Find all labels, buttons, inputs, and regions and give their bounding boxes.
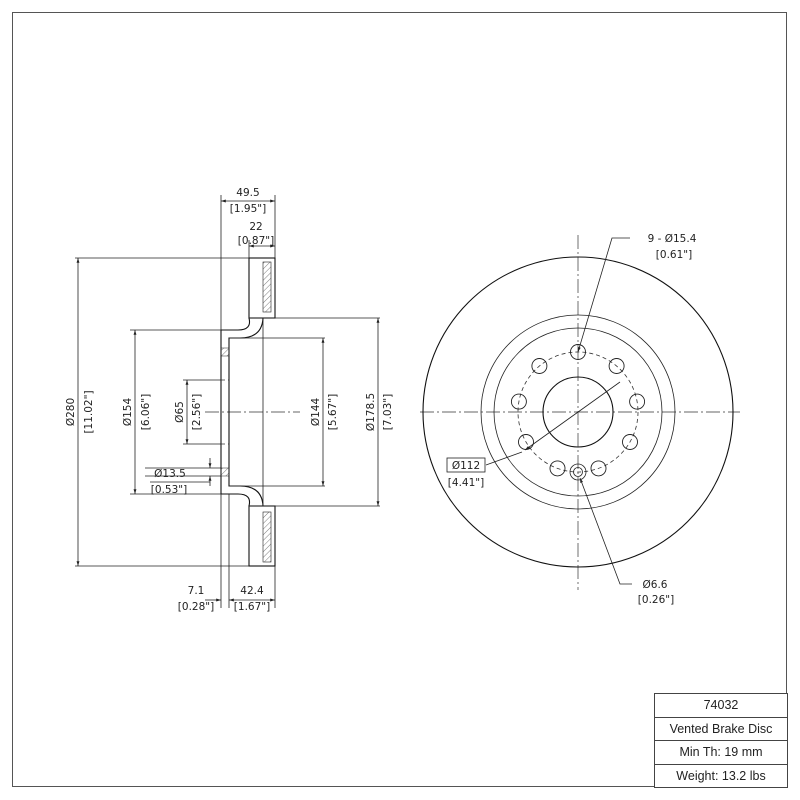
label-center-bore-in: [2.56"] bbox=[191, 394, 203, 430]
leader-holes bbox=[577, 237, 630, 353]
bolt-hole-section bbox=[220, 347, 230, 357]
label-inner-hat: Ø144 bbox=[310, 398, 322, 427]
weight: Weight: 13.2 lbs bbox=[676, 768, 766, 783]
leader-bolt-circle bbox=[524, 381, 621, 451]
part-description: Vented Brake Disc bbox=[655, 718, 787, 741]
label-friction-inner-in: [7.03"] bbox=[382, 394, 394, 430]
label-hat-height-in: [1.67"] bbox=[234, 601, 270, 613]
hat-profile-inner bbox=[228, 317, 264, 507]
label-hat-outer: Ø154 bbox=[122, 398, 134, 427]
min-thickness: Min Th: 19 mm bbox=[655, 741, 787, 765]
label-bolt-circle-in: [4.41"] bbox=[448, 477, 484, 489]
center-bore bbox=[542, 376, 614, 448]
label-hat-height: 42.4 bbox=[240, 585, 264, 597]
label-center-bore: Ø65 bbox=[174, 401, 186, 423]
part-number: 74032 bbox=[655, 694, 787, 718]
hat-profile bbox=[220, 317, 251, 507]
stud-hole bbox=[570, 344, 586, 360]
label-locator-hole: Ø6.6 bbox=[643, 579, 668, 591]
label-holes-callout: 9 - Ø15.4 bbox=[648, 233, 697, 245]
label-bolt-hole-in: [0.53"] bbox=[151, 484, 187, 496]
label-friction-inner: Ø178.5 bbox=[365, 393, 377, 431]
stud-hole bbox=[629, 393, 646, 410]
label-hat-outer-in: [6.06"] bbox=[140, 394, 152, 430]
friction-inner-edge bbox=[480, 314, 676, 510]
leader-locator bbox=[579, 477, 632, 585]
hat-outer-edge bbox=[493, 327, 663, 497]
label-overall-width: 49.5 bbox=[236, 187, 259, 199]
vent-upper bbox=[262, 261, 272, 313]
front-view: Ø112 [4.41"] 9 - Ø15.4 [0.61"] Ø6.6 [0.2… bbox=[420, 233, 740, 606]
label-bolt-circle: Ø112 bbox=[452, 460, 480, 472]
bolt-circle-box bbox=[446, 457, 486, 473]
locator-hole-rim bbox=[569, 463, 587, 481]
label-rotor-thickness-in: [0.87"] bbox=[238, 235, 274, 247]
label-holes-callout-in: [0.61"] bbox=[656, 249, 692, 261]
label-hat-thickness: 7.1 bbox=[188, 585, 205, 597]
label-locator-hole-in: [0.26"] bbox=[638, 594, 674, 606]
disc-outer-edge bbox=[422, 256, 734, 568]
stud-hole bbox=[549, 460, 566, 477]
stud-hole bbox=[622, 434, 638, 450]
label-rotor-thickness: 22 bbox=[249, 221, 262, 233]
title-block: 74032 Vented Brake Disc Min Th: 19 mm We… bbox=[654, 693, 788, 788]
stud-hole bbox=[531, 358, 548, 374]
bolt-hole-section bbox=[220, 467, 230, 477]
stud-hole bbox=[510, 393, 527, 410]
stud-hole bbox=[590, 460, 607, 477]
label-outer-diameter-in: [11.02"] bbox=[83, 390, 95, 433]
label-inner-hat-in: [5.67"] bbox=[327, 394, 339, 430]
label-outer-diameter: Ø280 bbox=[65, 398, 77, 426]
locator-hole bbox=[573, 467, 583, 477]
label-overall-width-in: [1.95"] bbox=[230, 203, 266, 215]
drawing-frame bbox=[12, 12, 787, 787]
label-bolt-hole: Ø13.5 bbox=[154, 468, 186, 480]
label-hat-thickness-in: [0.28"] bbox=[178, 601, 214, 613]
vent-lower bbox=[262, 511, 272, 563]
side-view: 49.5 [1.95"] 22 [0.87"] Ø280 [11.02"] Ø1… bbox=[65, 187, 394, 613]
stud-hole bbox=[608, 358, 625, 374]
leader-bolt-circle-tail bbox=[485, 451, 523, 466]
